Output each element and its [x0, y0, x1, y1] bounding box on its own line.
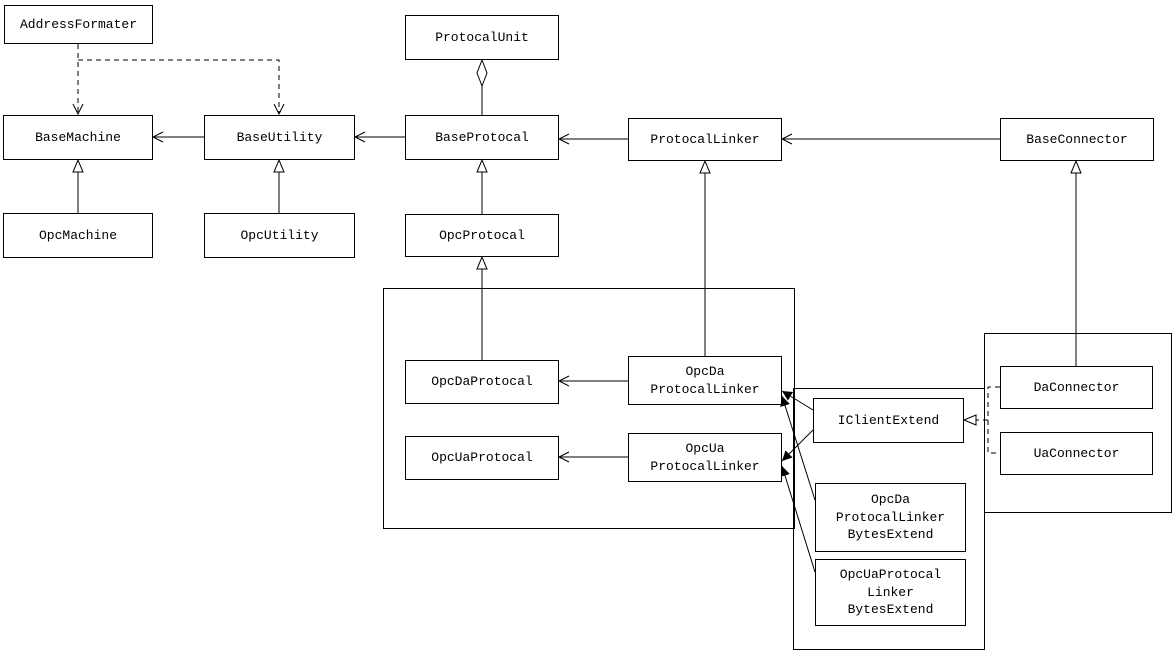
class-basemachine: BaseMachine — [3, 115, 153, 160]
bytes-extend-group-frame — [793, 388, 985, 650]
class-opcdaprotocallinker-label-line1: OpcDa — [685, 363, 725, 379]
edge-association-iclientextend-opcdaprotocallinker — [781, 390, 814, 411]
class-opcutility-label: OpcUtility — [240, 227, 319, 243]
class-opcdaprotocallinker: OpcDa ProtocalLinker — [628, 356, 782, 405]
class-opcdaprotocallinkerbytesextend-label-line2: ProtocalLinker — [835, 509, 946, 525]
class-opcuaprotocal: OpcUaProtocal — [405, 436, 559, 480]
class-uaconnector-label: UaConnector — [1033, 445, 1120, 461]
class-protocalunit: ProtocalUnit — [405, 15, 559, 60]
edge-association-opcuabytesextend-opcuaprotocallinker — [780, 465, 816, 573]
class-opcdaprotocallinker-label-line2: ProtocalLinker — [650, 381, 760, 397]
class-opcutility: OpcUtility — [204, 213, 355, 258]
class-opcuaprotocallinker-label-line1: OpcUa — [685, 440, 725, 456]
class-opcmachine: OpcMachine — [3, 213, 153, 258]
class-opcdaprotocallinkerbytesextend-label-line1: OpcDa — [870, 492, 910, 508]
class-daconnector-label: DaConnector — [1033, 379, 1120, 395]
class-opcuaprotocallinkerbytesextend-label-line1: OpcUaProtocal — [839, 567, 942, 583]
class-opcuaprotocallinkerbytesextend-label-line3: BytesExtend — [847, 602, 934, 618]
edge-association-opcdabytesextend-opcdaprotocallinker — [780, 395, 816, 501]
class-baseutility-label: BaseUtility — [236, 129, 323, 145]
class-opcprotocal-label: OpcProtocal — [439, 227, 525, 243]
class-opcuaprotocallinkerbytesextend-label-line2: Linker — [867, 584, 914, 600]
class-opcuaprotocal-label: OpcUaProtocal — [431, 450, 533, 466]
class-baseutility: BaseUtility — [204, 115, 355, 160]
class-addressformater-label: AddressFormater — [19, 16, 138, 32]
class-opcdaprotocallinkerbytesextend: OpcDa ProtocalLinker BytesExtend — [815, 483, 966, 552]
class-uaconnector: UaConnector — [1000, 432, 1153, 475]
edge-dependency-addressformater-baseutility — [78, 59, 285, 116]
edge-aggregation-protocalunit-baseprotocal — [476, 58, 488, 115]
class-baseconnector-label: BaseConnector — [1026, 131, 1128, 147]
class-baseprotocal-label: BaseProtocal — [435, 129, 529, 145]
class-opcuaprotocallinker-label-line2: ProtocalLinker — [650, 458, 760, 474]
class-baseprotocal: BaseProtocal — [405, 115, 559, 160]
class-protocallinker-label: ProtocalLinker — [650, 131, 760, 147]
class-opcuaprotocallinker: OpcUa ProtocalLinker — [628, 433, 782, 482]
class-opcmachine-label: OpcMachine — [38, 227, 117, 243]
interface-iclientextend: IClientExtend — [813, 398, 964, 443]
class-protocalunit-label: ProtocalUnit — [435, 29, 529, 45]
class-daconnector: DaConnector — [1000, 366, 1153, 409]
class-addressformater: AddressFormater — [4, 5, 153, 44]
class-opcprotocal: OpcProtocal — [405, 214, 559, 257]
class-opcdaprotocal: OpcDaProtocal — [405, 360, 559, 404]
class-opcdaprotocal-label: OpcDaProtocal — [431, 374, 533, 390]
opc-protocal-group-frame — [383, 288, 795, 529]
class-basemachine-label: BaseMachine — [35, 129, 121, 145]
edge-realization-connectors-iclientextend — [962, 386, 1000, 454]
class-protocallinker: ProtocalLinker — [628, 118, 782, 161]
interface-iclientextend-label: IClientExtend — [837, 412, 940, 428]
class-opcdaprotocallinkerbytesextend-label-line3: BytesExtend — [847, 527, 934, 543]
class-baseconnector: BaseConnector — [1000, 118, 1154, 161]
class-opcuaprotocallinkerbytesextend: OpcUaProtocal Linker BytesExtend — [815, 559, 966, 626]
